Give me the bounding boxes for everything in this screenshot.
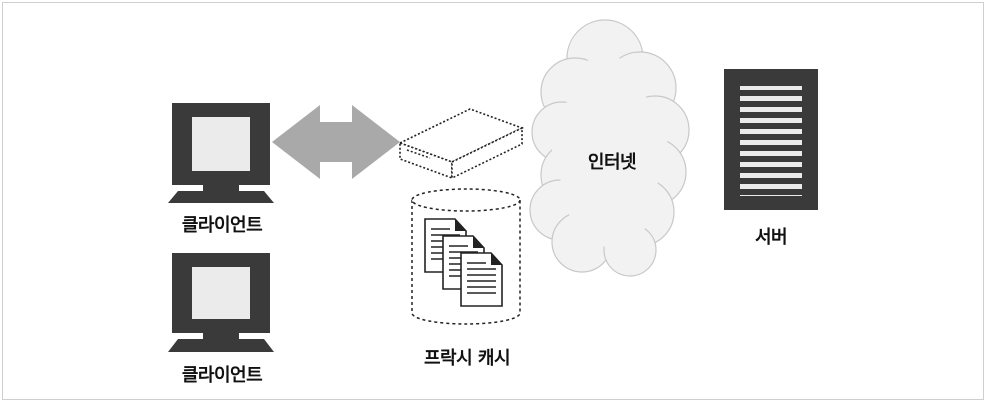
proxy-device-icon (397, 108, 525, 180)
server-icon (724, 69, 818, 210)
proxy-cache-label: 프락시 캐시 (423, 348, 511, 369)
client-computer-icon (168, 253, 274, 352)
client-label: 클라이언트 (181, 215, 263, 236)
client-computer-icon (168, 103, 274, 203)
double-arrow-icon (272, 105, 400, 179)
server-label: 서버 (754, 227, 788, 248)
internet-label: 인터넷 (587, 152, 637, 173)
cached-documents-icon (424, 218, 503, 307)
client-label: 클라이언트 (181, 365, 263, 386)
internet-cloud-icon (529, 19, 690, 277)
